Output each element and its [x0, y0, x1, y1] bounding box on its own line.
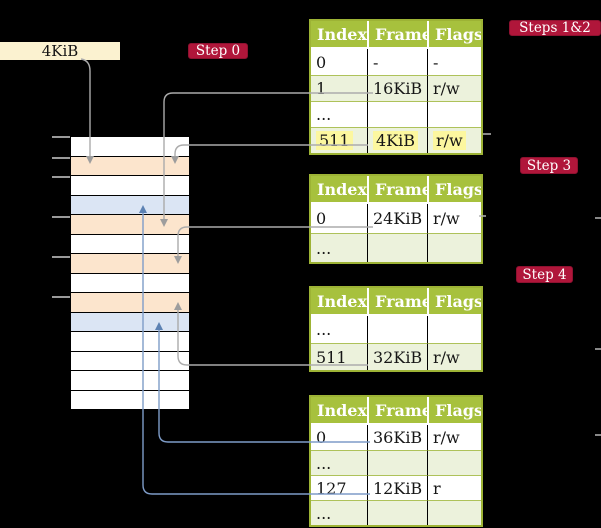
table-cell: [427, 450, 481, 475]
table-cell: r/w: [427, 343, 481, 370]
table-cell: -: [367, 49, 427, 75]
table-cell: [367, 450, 427, 475]
highlighted-value: 511: [316, 131, 353, 150]
column-header-flags: Flags: [427, 176, 481, 204]
table-cell: ...: [311, 101, 367, 127]
table-row: ...: [311, 316, 481, 343]
table-cell: 36KiB: [367, 425, 427, 450]
table-cell: r/w: [427, 425, 481, 450]
memory-frame-row: [71, 195, 189, 215]
column-header-frame: Frame: [367, 21, 427, 49]
table-cell: ...: [311, 500, 367, 525]
memory-frame-row: [71, 390, 189, 409]
memory-frame-row: [71, 156, 189, 176]
table-cell: r/w: [427, 204, 481, 233]
table-cell: 0: [316, 209, 327, 228]
table-cell: [367, 101, 427, 127]
highlighted-value: r/w: [433, 131, 466, 150]
table-cell: 12KiB: [367, 475, 427, 500]
memory-frame-row: [71, 215, 189, 235]
table-cell: [427, 101, 481, 127]
memory-frame-row: [71, 371, 189, 391]
address-tick: [52, 136, 70, 138]
column-header-flags: Flags: [427, 288, 481, 316]
frame-size-box: 4KiB: [0, 42, 120, 60]
table-row: ...: [311, 500, 481, 525]
memory-frame-row: [71, 312, 189, 332]
memory-column: [70, 136, 190, 410]
memory-frame-row: [71, 137, 189, 157]
table-cell: 4KiB: [367, 127, 427, 153]
label-step-0: Step 0: [188, 43, 248, 59]
table-row: 511 4KiB r/w: [311, 127, 481, 153]
label-step-3: Step 3: [520, 157, 578, 174]
label-step-4: Step 4: [516, 266, 573, 283]
table-cell: 32KiB: [367, 343, 427, 370]
table-cell: 511: [311, 127, 367, 153]
address-tick: [52, 216, 70, 218]
table-row: ...: [311, 450, 481, 475]
address-tick: [52, 157, 70, 159]
table-cell: 0: [316, 428, 327, 447]
table-cell: 127: [311, 475, 367, 500]
table-cell: 24KiB: [367, 204, 427, 233]
table-cell: ...: [311, 233, 367, 262]
table-cell: ...: [316, 320, 332, 339]
table-cell: [427, 500, 481, 525]
table-cell: [427, 233, 481, 262]
column-header-flags: Flags: [427, 21, 481, 49]
table-cell: 16KiB: [367, 75, 427, 101]
memory-frame-row: [71, 351, 189, 371]
memory-frame-row: [71, 254, 189, 274]
memory-frame-row: [71, 176, 189, 196]
table-row: ...: [311, 101, 481, 127]
table-cell: r/w: [427, 75, 481, 101]
column-header-index: Index: [311, 176, 367, 204]
table-cell: [427, 316, 481, 343]
memory-frame-row: [71, 332, 189, 352]
memory-frame-row: [71, 293, 189, 313]
memory-frame-row: [71, 234, 189, 254]
column-header-frame: Frame: [367, 176, 427, 204]
table-cell: r: [427, 475, 481, 500]
table-cell: r/w: [427, 127, 481, 153]
label-steps-1-2: Steps 1&2: [509, 20, 601, 36]
column-header-flags: Flags: [427, 397, 481, 425]
table-cell: [367, 233, 427, 262]
table-cell: [367, 500, 427, 525]
column-header-index: Index: [311, 397, 367, 425]
column-header-frame: Frame: [367, 397, 427, 425]
address-tick: [52, 296, 70, 298]
frame-size-label: 4KiB: [41, 42, 79, 60]
address-tick: [52, 176, 70, 178]
memory-frame-row: [71, 273, 189, 293]
table-cell: 1: [311, 75, 367, 101]
highlighted-value: 4KiB: [373, 131, 419, 150]
column-header-index: Index: [311, 21, 367, 49]
table-cell: 0: [316, 52, 327, 72]
table-row: ...: [311, 233, 481, 262]
table-cell: -: [427, 49, 481, 75]
table-cell: [367, 316, 427, 343]
column-header-index: Index: [311, 288, 367, 316]
table-cell: ...: [311, 450, 367, 475]
table-row: 0 --: [311, 49, 481, 75]
table-cell: 511: [311, 343, 367, 370]
address-tick: [52, 256, 70, 258]
column-header-frame: Frame: [367, 288, 427, 316]
